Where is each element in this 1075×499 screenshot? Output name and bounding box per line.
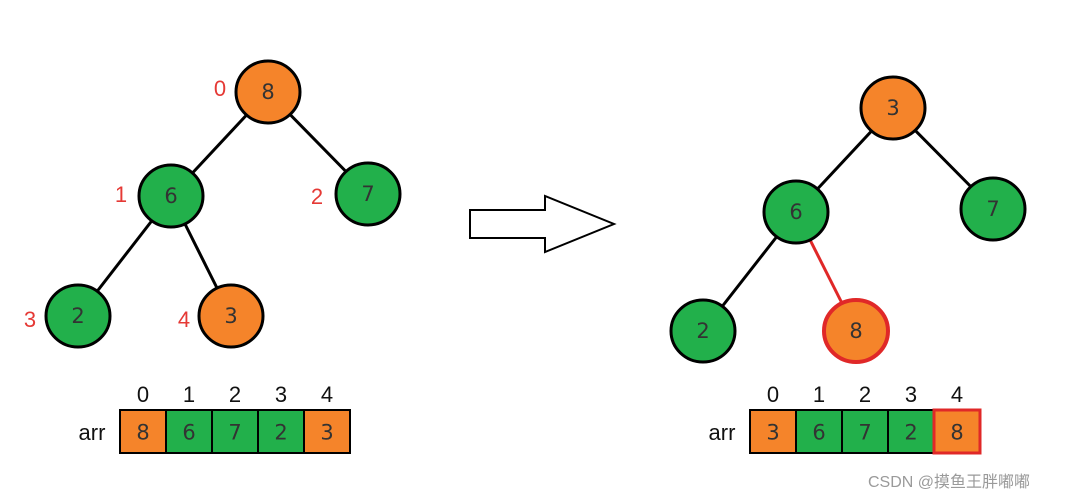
after-node-value-1: 6 [789, 200, 802, 224]
watermark: CSDN @摸鱼王胖嘟嘟 [868, 473, 1030, 491]
before-node-circle-3 [44, 283, 112, 349]
before-array-header-2: 2 [229, 382, 241, 407]
after-array-header-1: 1 [813, 382, 825, 407]
before-node-index-4: 4 [178, 307, 190, 332]
after-array-cell-value-3: 2 [904, 421, 917, 445]
after-array: arr 0 1 2 3 4 3 6 7 2 8 [709, 382, 982, 455]
before-node-value-1: 6 [164, 184, 177, 208]
before-array-cell-4: 3 [303, 409, 351, 454]
after-node-value-2: 7 [986, 197, 999, 221]
before-node-index-1: 1 [115, 182, 127, 207]
after-array-cell-0: 3 [749, 409, 797, 454]
before-array-cell-box-0 [119, 409, 167, 454]
after-array-cell-box-3 [887, 409, 935, 454]
before-node-value-3: 2 [71, 304, 84, 328]
before-array-cell-value-2: 7 [228, 421, 241, 445]
before-array-header-0: 0 [137, 382, 149, 407]
after-node-0: 3 [859, 75, 927, 141]
after-node-value-4: 8 [849, 319, 862, 343]
before-array-cell-value-1: 6 [182, 421, 195, 445]
before-array-cell-box-4 [303, 409, 351, 454]
before-array-header-1: 1 [183, 382, 195, 407]
before-node-index-3: 3 [24, 307, 36, 332]
after-array-cell-4: 8 [933, 409, 981, 454]
after-tree: 3 6 7 2 8 [669, 75, 1027, 364]
after-array-cell-1: 6 [795, 409, 843, 454]
after-edges [701, 106, 995, 332]
after-array-cell-highlight-4 [932, 408, 982, 455]
after-array-header-2: 2 [859, 382, 871, 407]
before-array-header-3: 3 [275, 382, 287, 407]
before-array-cell-0: 8 [119, 409, 167, 454]
after-node-circle-3 [669, 298, 737, 364]
after-node-value-3: 2 [696, 319, 709, 343]
before-array-cell-3: 2 [257, 409, 305, 454]
before-array-label: arr [79, 420, 106, 445]
before-node-circle-0 [234, 59, 302, 125]
after-array-header-0: 0 [767, 382, 779, 407]
before-array-cell-box-1 [165, 409, 213, 454]
before-node-1: 61 [115, 163, 205, 229]
before-array-cell-2: 7 [211, 409, 259, 454]
after-node-circle-4 [822, 298, 890, 364]
before-array-cell-1: 6 [165, 409, 213, 454]
before-node-index-2: 2 [311, 184, 323, 209]
before-node-value-2: 7 [361, 182, 374, 206]
before-node-2: 72 [311, 161, 402, 227]
before-node-4: 34 [178, 283, 265, 349]
before-node-index-0: 0 [214, 76, 226, 101]
after-array-cell-value-2: 7 [858, 421, 871, 445]
after-node-circle-0 [859, 75, 927, 141]
after-array-cells: 3 6 7 2 8 [749, 408, 982, 455]
before-node-3: 23 [24, 283, 112, 349]
after-array-cell-box-1 [795, 409, 843, 454]
before-array-cell-value-3: 2 [274, 421, 287, 445]
after-array-cell-value-4: 8 [950, 421, 963, 445]
after-array-cell-value-1: 6 [812, 421, 825, 445]
after-array-header-4: 4 [951, 382, 963, 407]
after-array-cell-2: 7 [841, 409, 889, 454]
before-array-cell-value-4: 3 [320, 421, 333, 445]
after-node-circle-2 [959, 176, 1027, 242]
after-node-4: 8 [822, 298, 890, 364]
transition-arrow-icon [469, 194, 617, 254]
before-node-value-0: 8 [261, 80, 274, 104]
after-array-cell-3: 2 [887, 409, 935, 454]
after-node-3: 2 [669, 298, 737, 364]
before-node-circle-2 [334, 161, 402, 227]
before-node-value-4: 3 [224, 304, 237, 328]
after-array-cell-box-2 [841, 409, 889, 454]
before-node-0: 80 [214, 59, 302, 125]
after-node-value-0: 3 [886, 96, 899, 120]
after-array-label: arr [709, 420, 736, 445]
before-array-cell-box-2 [211, 409, 259, 454]
before-array: arr 0 1 2 3 4 8 6 7 2 3 [79, 382, 351, 454]
after-node-1: 6 [762, 179, 830, 245]
before-array-cell-value-0: 8 [136, 421, 149, 445]
after-array-cell-box-4 [933, 409, 981, 454]
before-node-circle-4 [197, 283, 265, 349]
after-node-circle-1 [762, 179, 830, 245]
after-array-cell-value-0: 3 [766, 421, 779, 445]
before-array-cells: 8 6 7 2 3 [119, 409, 351, 454]
before-node-circle-1 [137, 163, 205, 229]
after-array-header-3: 3 [905, 382, 917, 407]
before-array-header-4: 4 [321, 382, 333, 407]
after-node-2: 7 [959, 176, 1027, 242]
